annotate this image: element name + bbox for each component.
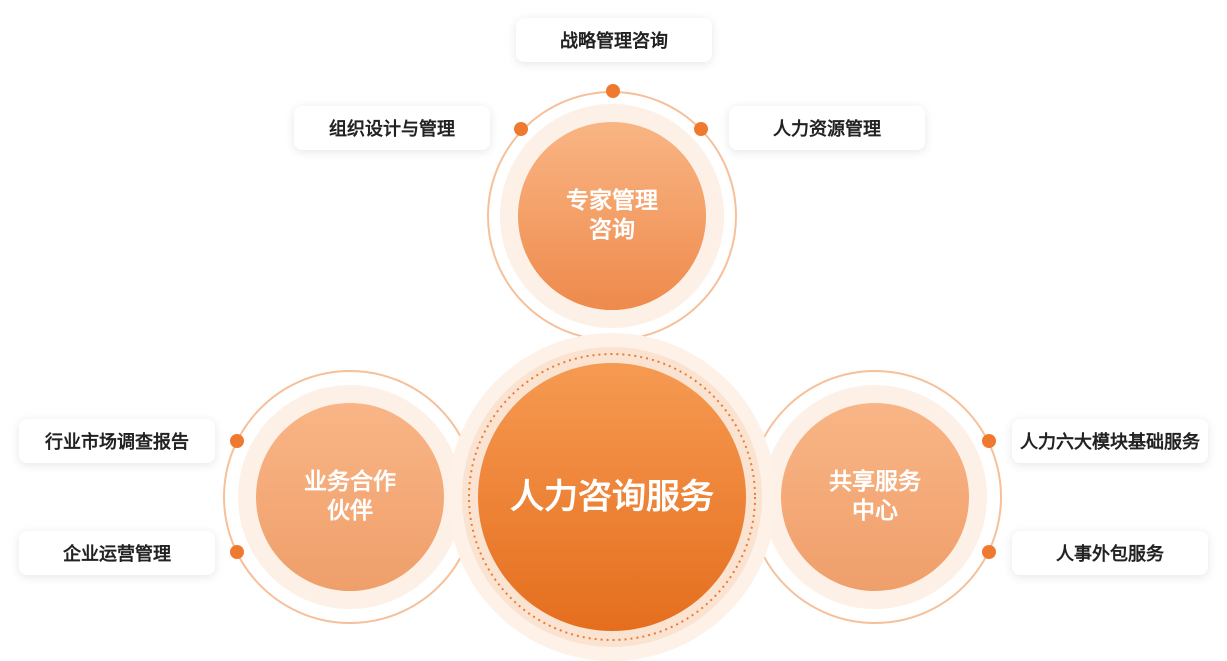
expert-hub-circle	[518, 122, 706, 310]
center-hub-dotted-ring	[468, 353, 756, 641]
shared-hub-line1: 共享服务	[829, 469, 921, 496]
shared-hub-circle	[781, 403, 969, 591]
partner-hub-line1: 业务合作	[304, 469, 396, 496]
label-hr-management: 人力资源管理	[729, 106, 925, 150]
center-title-text: 人力咨询服务	[510, 476, 714, 517]
expert-hub-label: 专家管理 咨询	[532, 176, 692, 256]
outsourcing-connector-dot	[982, 545, 996, 559]
center-hub-title: 人力咨询服务	[482, 467, 742, 527]
six-modules-connector-dot	[982, 434, 996, 448]
label-outsourcing-text: 人事外包服务	[1056, 544, 1164, 565]
partner-hub-line2: 伙伴	[327, 498, 373, 524]
label-six-modules: 人力六大模块基础服务	[1012, 419, 1208, 463]
partner-hub-label: 业务合作 伙伴	[270, 457, 430, 537]
shared-hub-label: 共享服务 中心	[795, 457, 955, 537]
label-six-modules-text: 人力六大模块基础服务	[1020, 432, 1200, 453]
center-hub-graphic	[448, 333, 776, 661]
partner-hub-graphic	[223, 370, 477, 624]
label-hr-management-text: 人力资源管理	[773, 119, 881, 140]
label-enterprise-ops: 企业运营管理	[19, 531, 215, 575]
strategy-connector-dot	[606, 84, 620, 98]
label-market-research: 行业市场调查报告	[19, 419, 215, 463]
center-hub-circle	[478, 363, 746, 631]
expert-hub-line2: 咨询	[589, 217, 635, 243]
expert-hub-graphic	[487, 84, 737, 341]
hr-management-connector-dot	[694, 122, 708, 136]
expert-hub-line1: 专家管理	[566, 188, 658, 215]
label-enterprise-ops-text: 企业运营管理	[63, 544, 171, 565]
org-design-connector-dot	[514, 122, 528, 136]
enterprise-ops-connector-dot	[230, 545, 244, 559]
label-strategy: 战略管理咨询	[516, 18, 712, 62]
label-strategy-text: 战略管理咨询	[560, 31, 668, 52]
label-outsourcing: 人事外包服务	[1012, 531, 1208, 575]
shared-hub-line2: 中心	[852, 498, 898, 524]
label-org-design: 组织设计与管理	[294, 106, 490, 150]
market-research-connector-dot	[230, 434, 244, 448]
label-org-design-text: 组织设计与管理	[329, 119, 455, 140]
shared-hub-graphic	[748, 370, 1002, 624]
partner-hub-circle	[256, 403, 444, 591]
label-market-research-text: 行业市场调查报告	[45, 432, 189, 453]
